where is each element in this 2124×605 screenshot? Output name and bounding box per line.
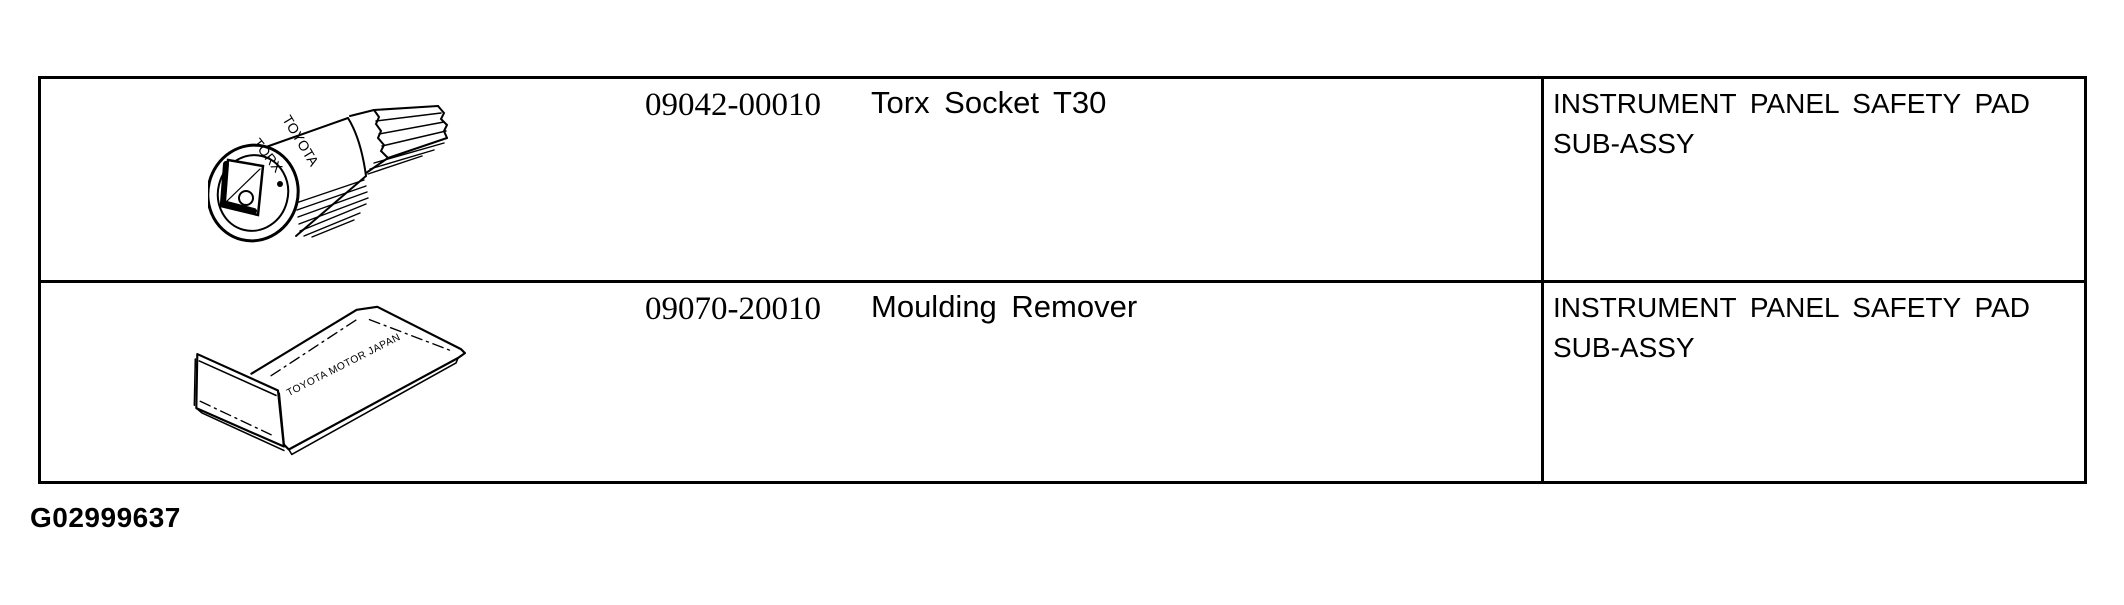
tool-illustration-cell: TOYOTA MOTOR JAPAN (41, 283, 621, 481)
tool-name: Moulding Remover (871, 289, 1138, 324)
sst-tool-table: TOYOTA TORX 09042-00010 Torx Socket T30 … (38, 76, 2087, 484)
tool-name: Torx Socket T30 (871, 85, 1107, 120)
application: INSTRUMENT PANEL SAFETY PAD SUB-ASSY (1541, 283, 2084, 481)
part-number: 09042-00010 (645, 87, 821, 123)
moulding-remover-illustration: TOYOTA MOTOR JAPAN (193, 305, 466, 456)
table-row-torx-socket: TOYOTA TORX 09042-00010 Torx Socket T30 … (41, 79, 2084, 280)
application: INSTRUMENT PANEL SAFETY PAD SUB-ASSY (1541, 79, 2084, 280)
tool-illustration-cell: TOYOTA TORX (41, 79, 621, 280)
part-number: 09070-20010 (645, 291, 821, 327)
torx-socket-illustration: TOYOTA TORX (208, 105, 449, 243)
table-row-moulding-remover: TOYOTA MOTOR JAPAN 09070-20010 Moulding … (41, 280, 2084, 481)
figure-id: G02999637 (30, 502, 181, 533)
